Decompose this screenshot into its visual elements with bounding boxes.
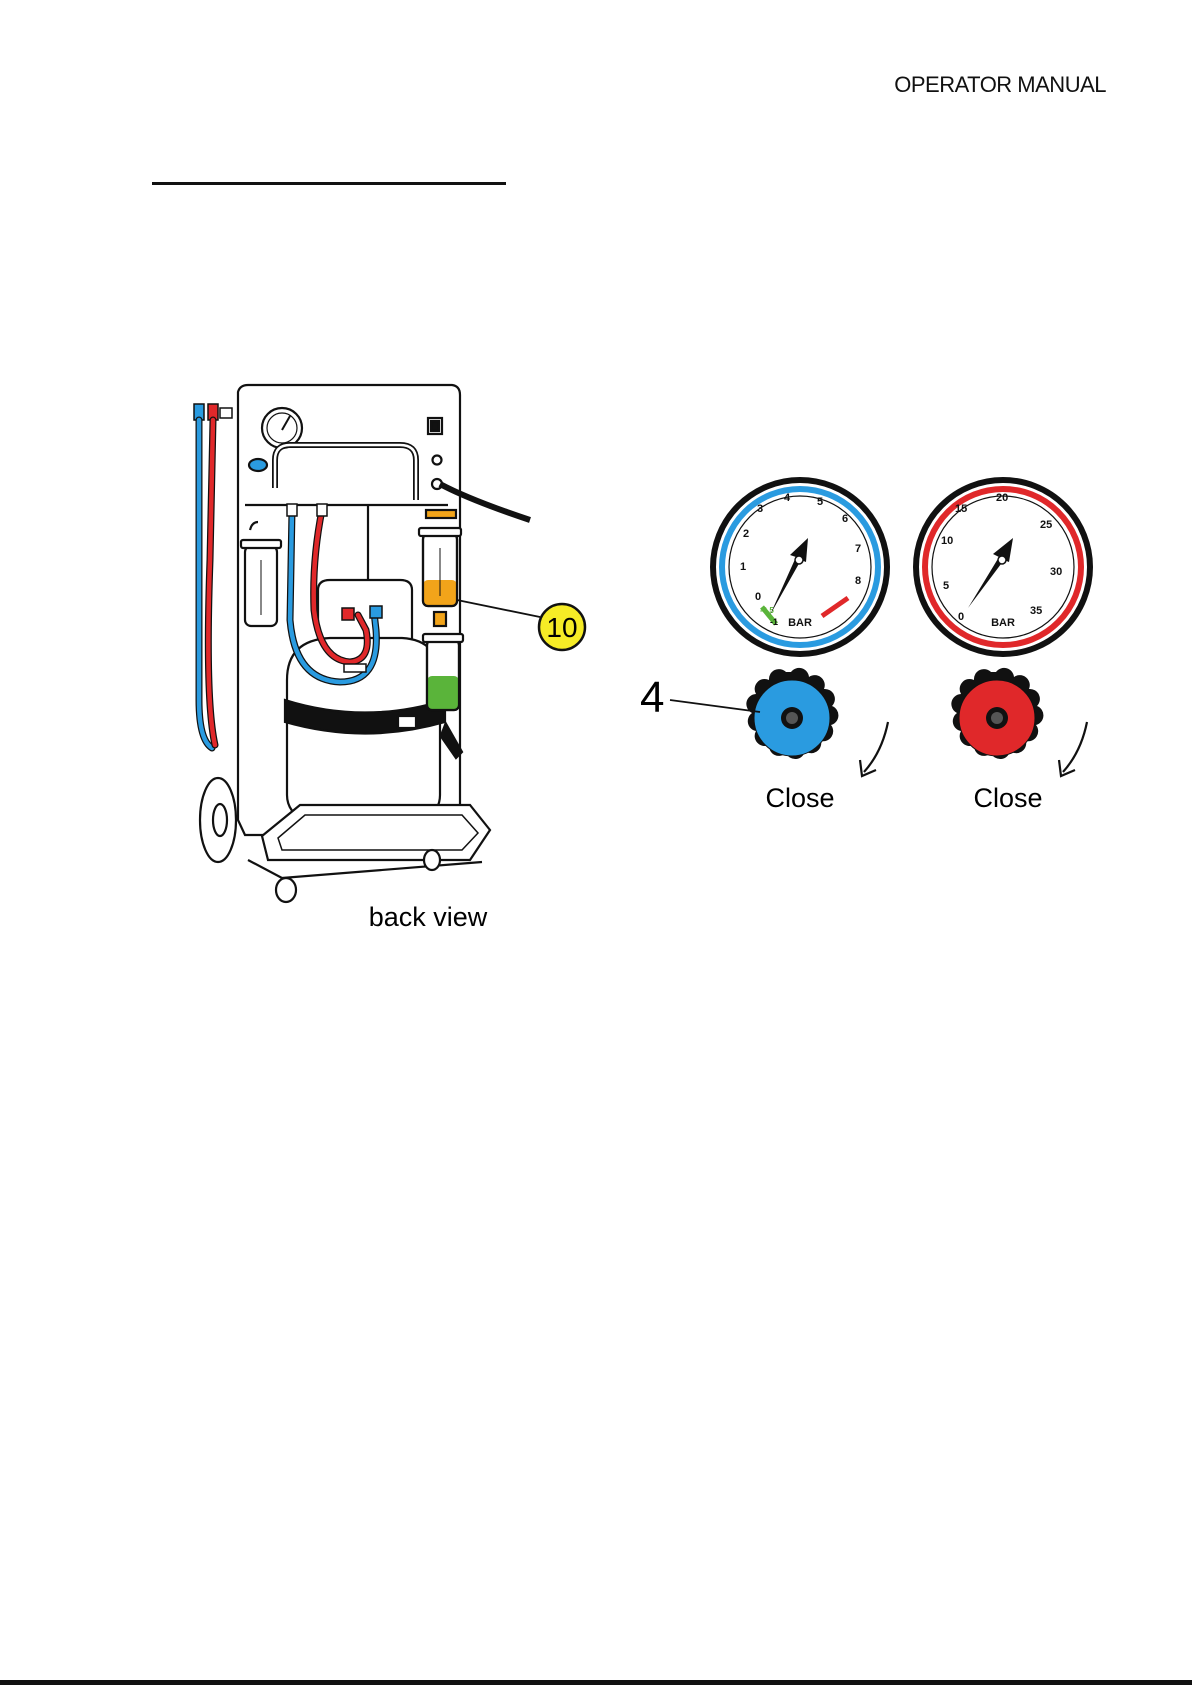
- low-pressure-gauge: 0 1 2 3 4 5 6 7 8 -0,5 -1 BAR: [713, 480, 887, 654]
- high-tick-35: 35: [1030, 605, 1042, 617]
- low-tick-6: 6: [842, 513, 848, 525]
- high-tick-20: 20: [996, 492, 1008, 504]
- callout-10-number: 10: [546, 612, 577, 643]
- rear-wheel-hub: [213, 804, 227, 836]
- uv-fitting: [434, 612, 446, 626]
- high-knob-close-label: Close: [973, 783, 1042, 813]
- blue-valve-knob: [249, 459, 267, 471]
- high-pressure-gauge: 0 5 10 15 20 25 30 35 BAR: [916, 480, 1090, 654]
- back-view-caption: back view: [369, 902, 488, 932]
- front-caster-left: [276, 878, 296, 902]
- page-bottom-rule: [0, 1680, 1192, 1685]
- low-tick-8: 8: [855, 575, 861, 587]
- front-caster-right: [424, 850, 440, 870]
- high-tick-0: 0: [958, 611, 964, 623]
- low-close-arrow-icon: [864, 722, 888, 772]
- high-tick-15: 15: [955, 503, 967, 515]
- high-tick-30: 30: [1050, 566, 1062, 578]
- high-tick-5: 5: [943, 580, 949, 592]
- low-tick-3: 3: [757, 503, 763, 515]
- low-tick-0: 0: [755, 591, 761, 603]
- high-tick-25: 25: [1040, 519, 1052, 531]
- low-knob-close-label: Close: [765, 783, 834, 813]
- high-side-knob: [951, 668, 1043, 759]
- oil-fitting: [426, 510, 456, 518]
- low-tick-5: 5: [817, 496, 823, 508]
- low-tick-minus-one: -1: [770, 617, 778, 627]
- high-tick-10: 10: [941, 535, 953, 547]
- callout-4-leader: [670, 700, 760, 712]
- low-tick-2: 2: [743, 528, 749, 540]
- high-gauge-unit: BAR: [991, 617, 1015, 629]
- fuse-holder: [433, 456, 442, 465]
- callout-4-number: 4: [640, 673, 664, 722]
- low-side-knob: [746, 668, 838, 759]
- uv-dye-level: [427, 676, 459, 710]
- tank-red-valve: [342, 608, 354, 620]
- low-gauge-unit: BAR: [788, 617, 812, 629]
- callout-10-leader: [457, 600, 540, 617]
- low-tick-1: 1: [740, 561, 746, 573]
- low-tick-7: 7: [855, 543, 861, 555]
- low-tick-4: 4: [784, 492, 791, 504]
- tank-blue-valve: [370, 606, 382, 618]
- high-close-arrow-icon: [1063, 722, 1087, 772]
